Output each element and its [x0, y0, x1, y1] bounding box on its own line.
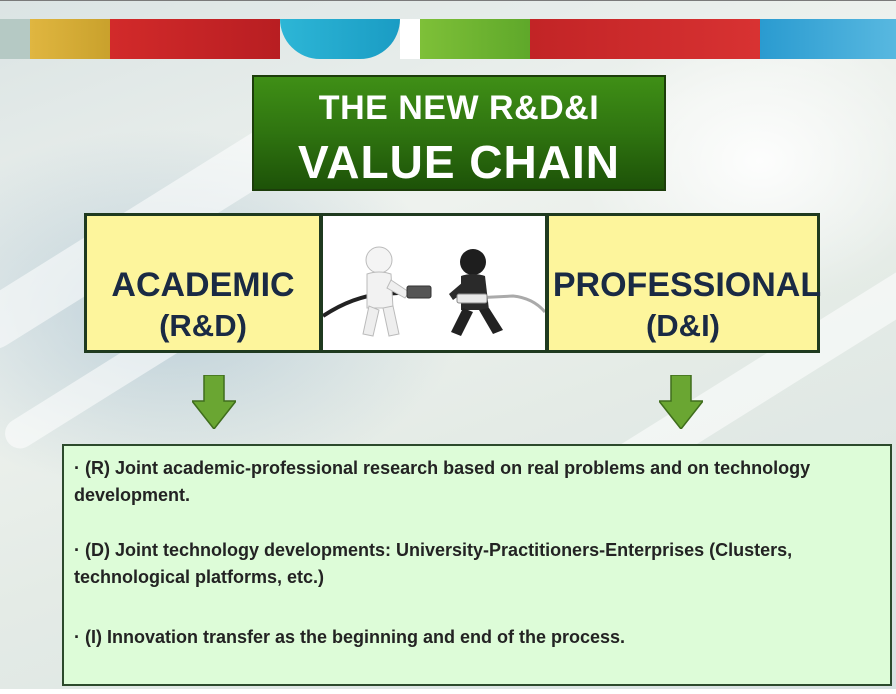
academic-sublabel: (R&D): [159, 308, 247, 343]
professional-box: PROFESSIONAL (D&I): [546, 213, 821, 353]
title-line-2: VALUE CHAIN: [298, 136, 620, 188]
bullet-development: · (D) Joint technology developments: Uni…: [74, 540, 793, 587]
down-arrow-icon: [659, 375, 703, 429]
title-line-1: THE NEW R&D&I: [318, 89, 600, 127]
description-panel: · (R) Joint academic-professional resear…: [62, 444, 892, 686]
bullet-innovation: · (I) Innovation transfer as the beginni…: [74, 627, 626, 647]
down-arrow-icon: [192, 375, 236, 429]
professional-label: PROFESSIONAL: [552, 266, 822, 304]
academic-box: ACADEMIC (R&D): [84, 213, 322, 353]
professional-sublabel: (D&I): [645, 308, 721, 343]
decorative-top-band: [0, 19, 896, 59]
title-banner: THE NEW R&D&I VALUE CHAIN: [252, 75, 666, 191]
two-figures-connecting-cables-icon: [323, 246, 545, 337]
bullet-research: · (R) Joint academic-professional resear…: [74, 458, 811, 505]
academic-label: ACADEMIC: [111, 266, 295, 304]
bottom-edge: [0, 689, 896, 694]
connecting-figures-illustration: [320, 213, 548, 353]
